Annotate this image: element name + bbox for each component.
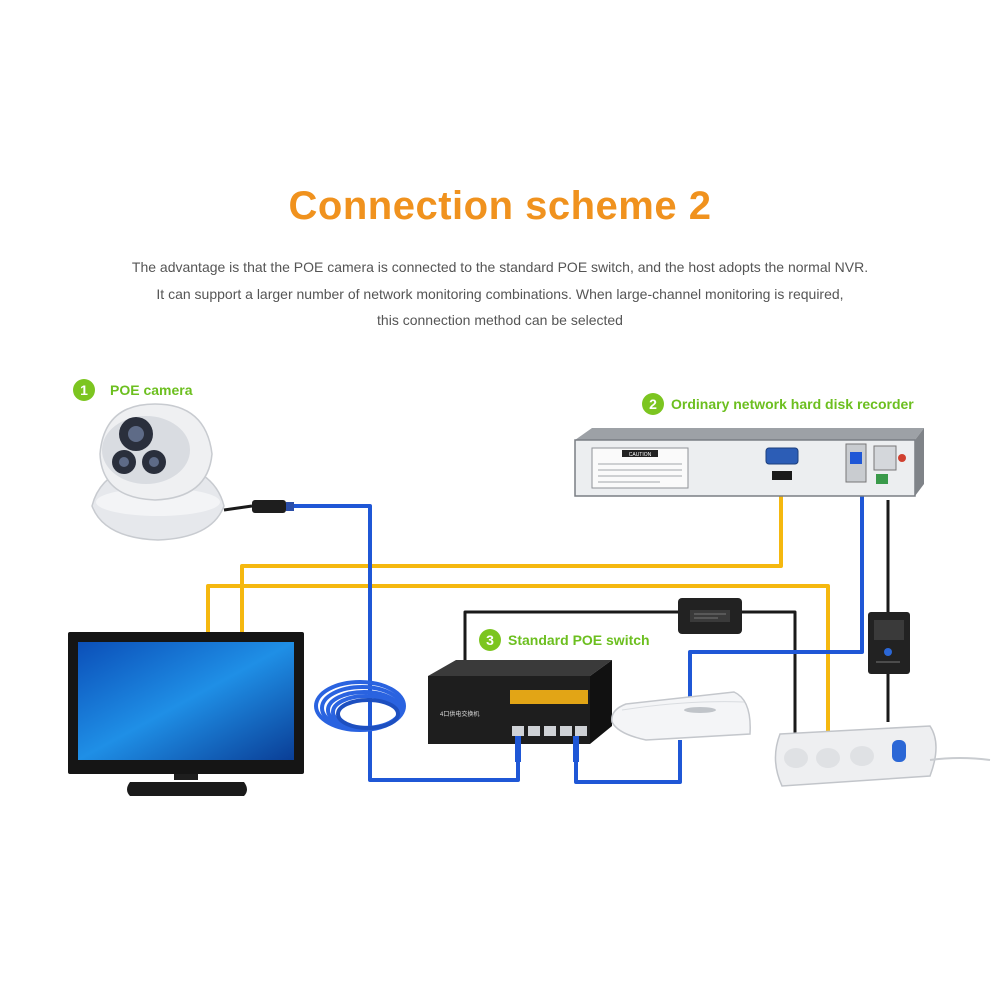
nvr-illustration: CAUTION [574,428,924,497]
video-cable-monitor-nvr [240,488,783,636]
switch-power-adapter-illustration [678,598,742,634]
switch-label: Standard POE switch [508,632,650,648]
switch-number-badge: 3 [479,629,501,651]
poe-camera-illustration [91,403,294,541]
power-cables [463,500,890,758]
video-cables [206,488,830,758]
router-illustration [611,691,751,741]
video-cable-monitor-outlet [206,584,830,758]
nvr-power-adapter-illustration [868,612,910,674]
page-title: Connection scheme 2 [288,184,712,228]
power-cable-adapter-outlet [742,610,797,758]
poe-switch-illustration: 4口供电交换机 [428,660,612,762]
power-cable-switch-adapter [463,610,678,664]
nvr-number-badge: 2 [642,393,664,415]
monitor-illustration [68,632,304,796]
network-cable-switch-router [574,740,682,784]
camera-number-badge: 1 [73,379,95,401]
nvr-sticker-text: CAUTION [629,452,652,458]
switch-front-text: 4口供电交换机 [440,710,479,718]
network-cable-camera-switch [292,504,520,782]
power-strip-illustration [774,725,991,787]
cable-coil-illustration [314,680,406,732]
nvr-label: Ordinary network hard disk recorder [671,396,914,412]
description-line-1: The advantage is that the POE camera is … [131,259,869,275]
description-line-3: this connection method can be selected [377,312,623,328]
camera-label: POE camera [110,382,193,398]
description-line-2: It can support a larger number of networ… [156,286,844,302]
